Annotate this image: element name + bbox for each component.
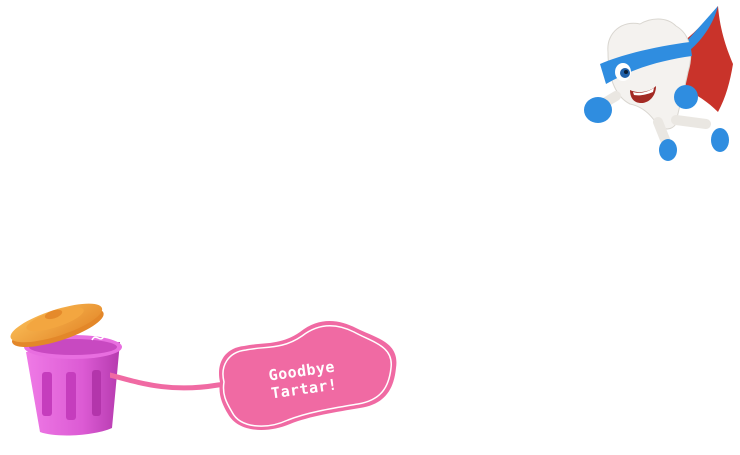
- left-glove: [584, 97, 612, 123]
- right-boot: [711, 128, 729, 152]
- superhero-tooth-icon: [584, 6, 733, 161]
- left-boot: [659, 139, 677, 161]
- right-glove: [674, 85, 698, 109]
- tartar-squiggle: [91, 333, 115, 341]
- speech-bubble: [219, 321, 397, 430]
- bin-lid: [10, 303, 104, 348]
- trash-bin-icon: [10, 303, 122, 436]
- connector-line: [110, 372, 235, 391]
